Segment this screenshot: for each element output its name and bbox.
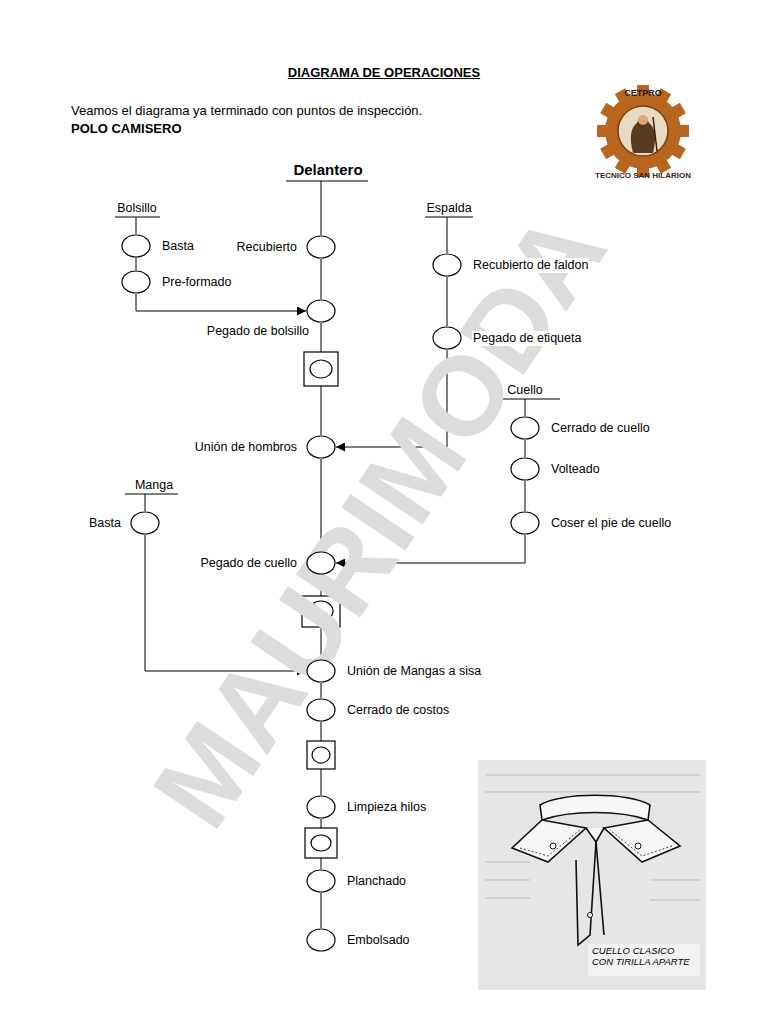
operation-circle: Embolsado <box>306 928 336 952</box>
flow-connector <box>136 258 137 270</box>
operation-circle: Recubierto de faldon <box>432 253 462 277</box>
circle-outline <box>306 299 336 323</box>
circle-outline <box>306 698 336 722</box>
circle-outline <box>121 234 151 258</box>
column-heading: Bolsillo <box>117 201 157 216</box>
circle-outline <box>306 235 336 259</box>
operation-label: Pegado de bolsillo <box>206 324 310 339</box>
logo-text: TECNICO SAN HILARION <box>595 171 691 181</box>
flow-connector <box>321 893 322 928</box>
intro-note: Veamos el diagrama ya terminado con punt… <box>71 103 422 119</box>
operation-label: Recubierto de faldon <box>472 258 589 273</box>
operation-circle: Unión de hombros <box>306 435 336 459</box>
circle-outline <box>306 869 336 893</box>
operation-circle: Basta <box>121 234 151 258</box>
operation-circle: Unión de Mangas a sisa <box>306 659 336 683</box>
operation-circle: Pre-formado <box>121 270 151 294</box>
column-heading: Manga <box>135 478 173 493</box>
circle-outline <box>306 551 336 575</box>
circle-outline <box>306 795 336 819</box>
operation-circle: Recubierto <box>306 235 336 259</box>
logo-text: CETPRO <box>624 88 662 99</box>
circle-outline <box>432 326 462 350</box>
column-heading: Cuello <box>507 383 542 398</box>
operation-label: Pegado de cuello <box>199 556 298 571</box>
operation-circle: Basta <box>130 511 160 535</box>
operation-circle: Volteado <box>510 457 540 481</box>
circle-outline <box>306 928 336 952</box>
circle-outline <box>130 511 160 535</box>
operation-label: Basta <box>161 239 195 254</box>
operation-circle: Planchado <box>306 869 336 893</box>
operation-label: Unión de Mangas a sisa <box>346 664 482 679</box>
collar-illustration <box>478 760 706 990</box>
flow-connector <box>525 440 526 457</box>
circle-outline <box>432 253 462 277</box>
column-heading: Delantero <box>293 161 362 179</box>
product-name: POLO CAMISERO <box>71 121 182 137</box>
operation-label: Pegado de etiqueta <box>472 331 582 346</box>
operation-circle: Cerrado de costos <box>306 698 336 722</box>
operation-label: Planchado <box>346 874 407 889</box>
operation-label: Cerrado de cuello <box>550 421 651 436</box>
operation-label: Pre-formado <box>161 275 232 290</box>
operation-label: Unión de hombros <box>194 440 298 455</box>
circle-outline <box>510 457 540 481</box>
operation-circle: Limpieza hilos <box>306 795 336 819</box>
operation-circle: Pegado de bolsillo <box>306 299 336 323</box>
operation-label: Coser el pie de cuello <box>550 516 672 531</box>
circle-outline <box>306 659 336 683</box>
flow-connector <box>525 481 526 511</box>
operation-circle: Pegado de etiqueta <box>432 326 462 350</box>
operation-label: Basta <box>88 516 122 531</box>
operation-label: Cerrado de costos <box>346 703 450 718</box>
operation-label: Recubierto <box>236 240 298 255</box>
operation-circle: Cerrado de cuello <box>510 416 540 440</box>
circle-outline <box>121 270 151 294</box>
circle-outline <box>510 511 540 535</box>
operation-label: Limpieza hilos <box>346 800 427 815</box>
flow-connector <box>136 294 306 311</box>
operation-circle: Pegado de cuello <box>306 551 336 575</box>
logo <box>597 85 689 177</box>
title: DIAGRAMA DE OPERACIONES <box>0 65 768 81</box>
circle-outline <box>306 435 336 459</box>
circle-outline <box>510 416 540 440</box>
operation-label: Embolsado <box>346 933 411 948</box>
operation-circle: Coser el pie de cuello <box>510 511 540 535</box>
flow-connector <box>321 259 322 299</box>
column-heading: Espalda <box>426 201 471 216</box>
operation-label: Volteado <box>550 462 601 477</box>
illustration-caption: CUELLO CLASICO CON TIRILLA APARTE <box>592 946 697 968</box>
